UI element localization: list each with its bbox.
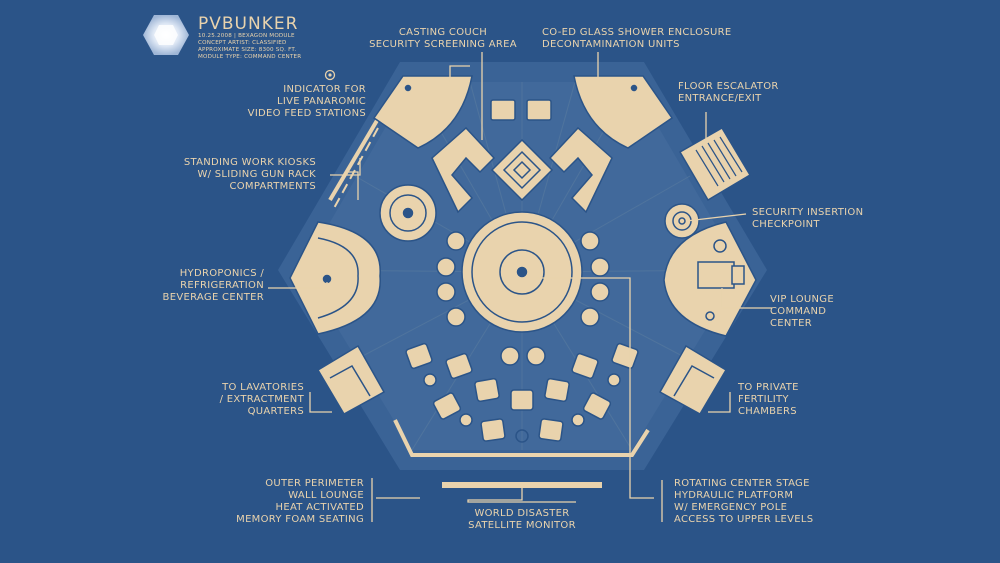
security-checkpoint <box>664 203 700 239</box>
indicator-icon <box>324 69 336 81</box>
label-vip: VIP LOUNGE COMMAND CENTER <box>770 294 834 329</box>
hexagon-logo-icon <box>142 14 190 56</box>
center-stage <box>461 211 583 333</box>
label-satellite-monitor: WORLD DISASTER SATELLITE MONITOR <box>468 508 576 531</box>
label-kiosks: STANDING WORK KIOSKS W/ SLIDING GUN RACK… <box>183 157 316 192</box>
label-fertility: TO PRIVATE FERTILITY CHAMBERS <box>738 382 799 417</box>
label-indicator: INDICATOR FOR LIVE PANAROMIC VIDEO FEED … <box>247 84 366 119</box>
top-seats <box>490 99 552 121</box>
module-metadata: 10.25.2008 | BEXAGON MODULE CONCEPT ARTI… <box>198 33 302 60</box>
hydroponics-pod <box>289 221 381 335</box>
label-outer-perimeter: OUTER PERIMETER WALL LOUNGE HEAT ACTIVAT… <box>236 478 364 525</box>
stage-stools <box>436 231 610 366</box>
label-center-stage: ROTATING CENTER STAGE HYDRAULIC PLATFORM… <box>674 478 814 525</box>
label-lavatories: TO LAVATORIES / EXTRACTMENT QUARTERS <box>219 382 304 417</box>
label-shower-enclosure: CO-ED GLASS SHOWER ENCLOSURE DECONTAMINA… <box>542 27 732 50</box>
casting-couches <box>431 126 613 214</box>
label-casting-couch: CASTING COUCH SECURITY SCREENING AREA <box>369 27 517 50</box>
leader-lines <box>268 52 772 522</box>
satellite-monitor-bar <box>442 482 602 488</box>
escalator <box>678 126 752 202</box>
brand-title: PVBUNKER <box>198 14 299 34</box>
shower-pod-left <box>372 75 473 149</box>
perimeter-wall-lounge <box>328 110 650 457</box>
label-escalator: FLOOR ESCALATOR ENTRANCE/EXIT <box>678 81 779 104</box>
round-table-left <box>379 184 437 242</box>
fertility-box <box>658 344 728 416</box>
diamond-table <box>490 138 554 202</box>
label-hydroponics: HYDROPONICS / REFRIGERATION BEVERAGE CEN… <box>162 268 264 303</box>
lounge-chairs <box>405 342 639 443</box>
label-security: SECURITY INSERTION CHECKPOINT <box>752 207 864 230</box>
lavatories-box <box>316 344 386 416</box>
